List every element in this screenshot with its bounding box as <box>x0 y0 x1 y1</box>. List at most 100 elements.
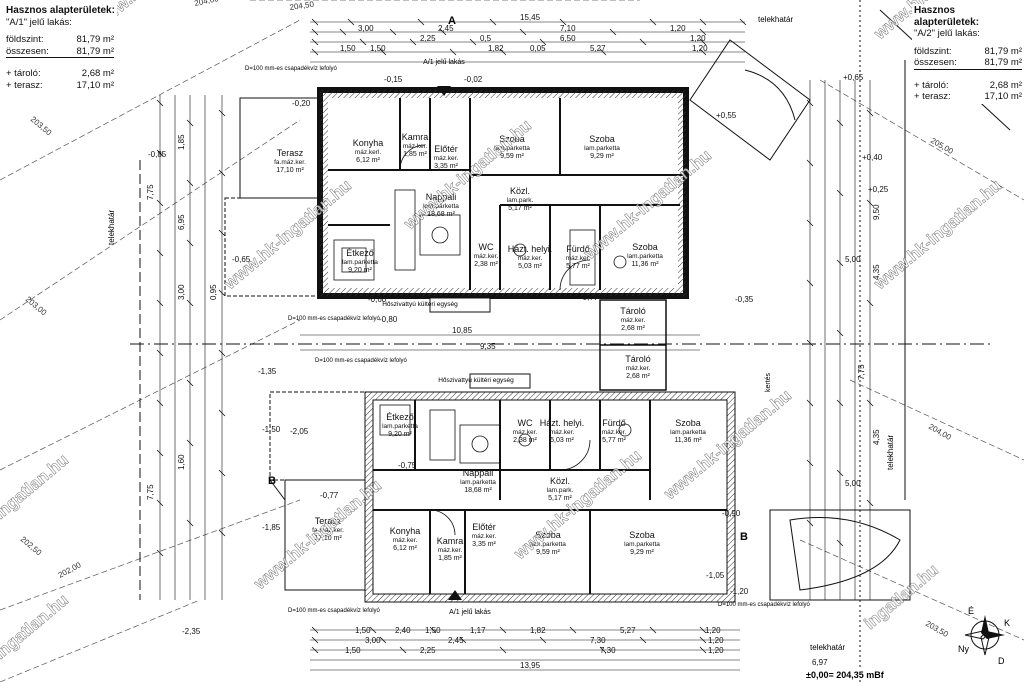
svg-text:Szoba: Szoba <box>499 134 525 144</box>
svg-text:Nappali: Nappali <box>463 468 494 478</box>
svg-text:lam.park.: lam.park. <box>547 487 574 494</box>
svg-text:lam.parketta: lam.parketta <box>624 541 660 548</box>
svg-text:5,03 m²: 5,03 m² <box>518 263 542 270</box>
grade-label: 203,50 <box>924 619 950 639</box>
svg-text:D: D <box>998 656 1005 666</box>
svg-text:lam.parketta: lam.parketta <box>530 541 566 548</box>
section-a-marker: A A/1 jelű lakás <box>423 15 465 96</box>
area-row: + tároló:2,68 m² <box>914 79 1022 91</box>
level-marker: -0,02 <box>464 75 483 84</box>
room-label: Házt. helyi.máz.ker.5,03 m² <box>540 418 585 444</box>
grade-label: 203,50 <box>29 115 54 138</box>
dim-bottom2: 3,00 <box>365 636 381 645</box>
svg-text:máz.ker.: máz.ker. <box>438 547 463 554</box>
svg-text:5,77 m²: 5,77 m² <box>602 437 626 444</box>
level-marker: +0,40 <box>862 153 883 162</box>
terrace-a1 <box>224 97 321 297</box>
svg-text:Tároló: Tároló <box>620 306 646 316</box>
dim-right: 7,75 <box>857 364 866 380</box>
svg-text:É: É <box>968 606 974 616</box>
svg-text:3,35 m²: 3,35 m² <box>434 163 458 170</box>
grade-label: 202,50 <box>19 535 44 558</box>
level-marker: +0,55 <box>716 111 737 120</box>
area-row: összesen:81,79 m² <box>6 45 114 58</box>
svg-text:Közl.: Közl. <box>550 476 570 486</box>
svg-text:WC: WC <box>518 418 533 428</box>
svg-text:Konyha: Konyha <box>390 526 421 536</box>
dim-bottom: 5,27 <box>620 626 636 635</box>
dim-mid-total: 10,85 <box>452 326 473 335</box>
dim-right: 5,00 <box>845 255 861 264</box>
svg-text:máz.ker.: máz.ker. <box>434 155 459 162</box>
svg-text:lam.parketta: lam.parketta <box>342 259 378 266</box>
svg-text:6,12 m²: 6,12 m² <box>356 157 380 164</box>
svg-text:9,20 m²: 9,20 m² <box>388 431 412 438</box>
svg-text:9,29 m²: 9,29 m² <box>630 549 654 556</box>
grade-label: 202,00 <box>57 560 83 580</box>
property-line-label: telekhatár <box>107 210 116 245</box>
garden-label: kertés <box>765 372 772 392</box>
watermark: ingatlan.hu <box>0 590 72 663</box>
svg-text:6,12 m²: 6,12 m² <box>393 545 417 552</box>
panel-title: Hasznos alapterületek: <box>914 5 980 28</box>
dim-top3: 5,27 <box>590 44 606 53</box>
svg-text:A/1 jelű lakás: A/1 jelű lakás <box>423 59 465 66</box>
svg-text:WC: WC <box>479 242 494 252</box>
compass-rose: É D Ny K <box>958 606 1010 666</box>
level-marker: -1,20 <box>730 587 749 596</box>
room-label: Házt. helyi.máz.ker.5,03 m² <box>508 244 553 270</box>
downpipe-label: D=100 mm-es csapadékvíz lefolyó <box>288 608 381 614</box>
svg-text:máz.ker.: máz.ker. <box>393 537 418 544</box>
dim-top3: 0,05 <box>530 44 546 53</box>
dim-left: 3,00 <box>177 284 186 300</box>
area-row: földszint:81,79 m² <box>914 45 1022 57</box>
dimension-ticks <box>156 18 874 654</box>
area-summary-a1: Hasznos alapterületek: "A/1" jelű lakás:… <box>4 4 117 92</box>
svg-text:Nappali: Nappali <box>426 192 457 202</box>
svg-text:máz.ker.: máz.ker. <box>621 317 646 324</box>
svg-text:fa.máz.ker.: fa.máz.ker. <box>312 527 344 534</box>
dim-top: 3,00 <box>358 24 374 33</box>
dim-bottom: 1,17 <box>470 626 486 635</box>
dim-bottom2: 1,20 <box>708 636 724 645</box>
dim-left: 7,75 <box>146 484 155 500</box>
level-marker: -0,75 <box>398 461 417 470</box>
svg-text:lam.parketta: lam.parketta <box>382 423 418 430</box>
dim-top-total: 15,45 <box>520 13 541 22</box>
area-row: + tároló:2,68 m² <box>6 68 114 79</box>
svg-text:9,20 m²: 9,20 m² <box>348 267 372 274</box>
svg-text:Házt. helyi.: Házt. helyi. <box>508 244 553 254</box>
storage-core <box>599 299 667 391</box>
svg-text:Közl.: Közl. <box>510 186 530 196</box>
room-label: Közl.lam.park.5,17 m² <box>507 186 534 212</box>
svg-text:máz.kerl.: máz.kerl. <box>355 149 382 156</box>
svg-text:9,59 m²: 9,59 m² <box>536 549 560 556</box>
dim-bottom: 1,50 <box>425 626 441 635</box>
svg-text:Szoba: Szoba <box>632 242 658 252</box>
svg-text:máz.ker.: máz.ker. <box>472 533 497 540</box>
watermark: www.hk-ingatlan.hu <box>870 176 1005 294</box>
dim-top2: 0,5 <box>480 34 492 43</box>
dim-bottom3: 1,50 <box>345 646 361 655</box>
room-label: Közl.lam.park.5,17 m² <box>547 476 574 502</box>
panel-subtitle: "A/2" jelű lakás: <box>914 28 980 39</box>
downpipe-label: D=100 mm-es csapadékvíz lefolyó <box>718 602 811 608</box>
dim-bottom2: 7,30 <box>590 636 606 645</box>
dim-top: 1,20 <box>670 24 686 33</box>
svg-text:Étkező: Étkező <box>346 248 374 258</box>
svg-text:Hőszivattyú kültéri egység: Hőszivattyú kültéri egység <box>438 377 514 384</box>
svg-text:lam.parketta: lam.parketta <box>460 479 496 486</box>
level-marker: -0,80 <box>379 315 398 324</box>
dim-top2: 1,20 <box>690 34 706 43</box>
svg-text:fa.máz.ker.: fa.máz.ker. <box>274 159 306 166</box>
dim-plot-width: 6,97 <box>812 658 828 667</box>
